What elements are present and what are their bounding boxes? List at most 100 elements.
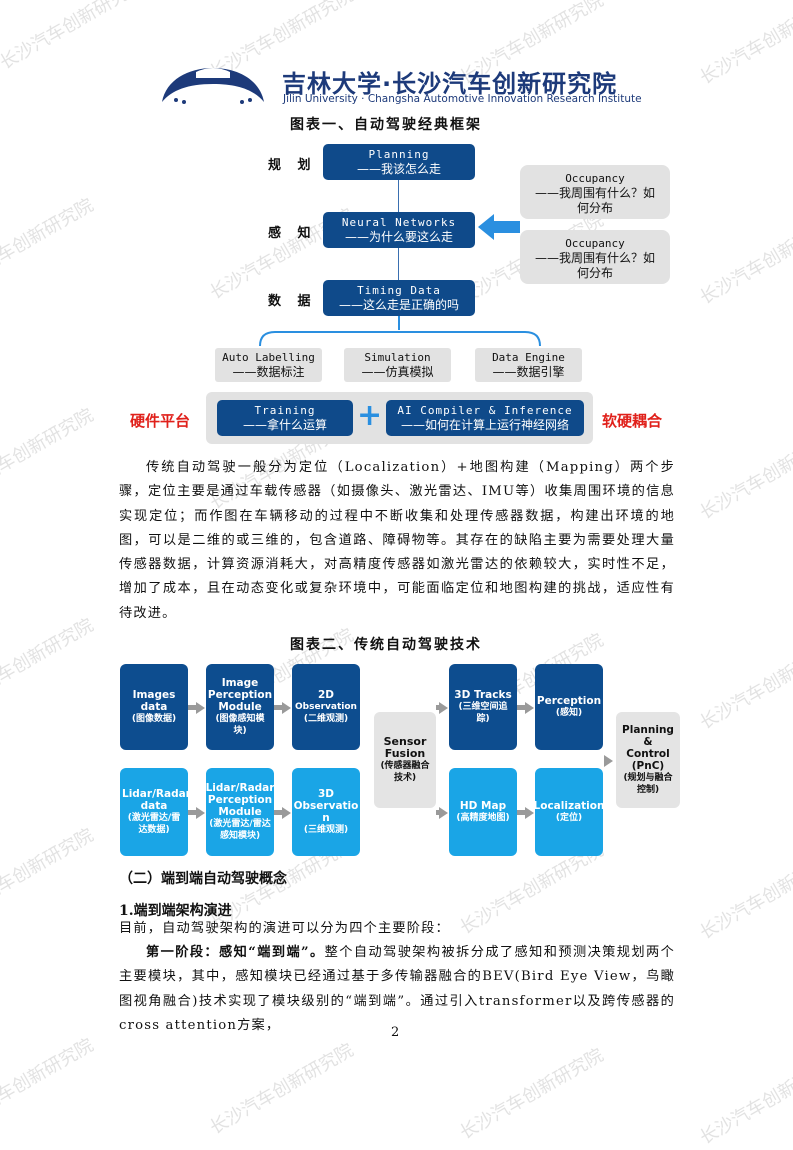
perception-box: Perception (感知) xyxy=(535,664,603,750)
lidar-module-sub: (激光雷达/雷达感知模块) xyxy=(209,819,271,841)
lidar-module-t1: Lidar/Radar xyxy=(205,782,275,794)
lidar-module-t3: Module xyxy=(218,806,262,818)
occupancy-en: Occupancy xyxy=(565,172,625,185)
left-arrow-icon xyxy=(478,214,520,240)
auto-labelling-box: Auto Labelling ——数据标注 xyxy=(215,348,322,382)
hd-map-box: HD Map (高精度地图) xyxy=(449,768,517,856)
watermark: 长沙汽车创新研究院 xyxy=(0,0,148,74)
simulation-cn: ——仿真模拟 xyxy=(361,365,434,379)
image-module-sub: (图像感知模块) xyxy=(215,714,265,736)
arrow-shaft xyxy=(436,810,440,815)
obs3d-sub: (三维观测) xyxy=(303,825,349,835)
pnc-t2: & xyxy=(643,736,653,748)
localization-sub: (定位) xyxy=(555,813,583,823)
hardware-platform-label: 硬件平台 xyxy=(130,412,191,430)
hdmap-sub: (高精度地图) xyxy=(456,813,510,823)
occupancy-cn: ——我周围有什么？如 xyxy=(534,251,655,265)
page-number: 2 xyxy=(391,1025,400,1040)
tracks-sub: (三维空间追踪) xyxy=(458,702,508,724)
training-box: Training ——拿什么运算 xyxy=(217,400,353,436)
section-heading: （二）端到端自动驾驶概念 xyxy=(119,871,287,887)
watermark: 长沙汽车创新研究院 xyxy=(0,404,98,504)
fusion-sub: (传感器融合技术) xyxy=(380,761,430,783)
images-data-box: Images data (图像数据) xyxy=(120,664,188,750)
data-engine-cn: ——数据引擎 xyxy=(492,365,565,379)
paragraph-stage-one: 第一阶段：感知“端到端”。整个自动驾驶架构被拆分成了感知和预测决策规划两个主要模… xyxy=(119,941,675,1038)
right-arrow-icon xyxy=(196,807,205,819)
data-engine-en: Data Engine xyxy=(492,351,565,364)
arrow-shaft xyxy=(517,705,526,710)
pnc-box: Planning & Control (PnC) (规划与融合控制) xyxy=(616,712,680,808)
timing-cn: ——这么走是正确的吗 xyxy=(338,298,459,312)
lidar-data-title: Lidar/Radar data xyxy=(122,788,191,812)
hdmap-title: HD Map xyxy=(459,800,507,812)
arrow-shaft xyxy=(274,705,283,710)
occupancy-cn: 何分布 xyxy=(576,201,613,215)
institute-name-en: Jilin University · Changsha Automotive I… xyxy=(283,93,642,105)
watermark: 长沙汽车创新研究院 xyxy=(456,1044,608,1144)
image-perception-box: Image Perception Module (图像感知模块) xyxy=(206,664,274,750)
occupancy-cn: 何分布 xyxy=(576,266,613,280)
images-data-title: Images data xyxy=(132,689,176,713)
lidar-perception-box: Lidar/Radar Perception Module (激光雷达/雷达感知… xyxy=(206,768,274,856)
sub-heading: 1.端到端架构演进 xyxy=(119,903,232,919)
paragraph-stages-intro: 目前，自动驾驶架构的演进可以分为四个主要阶段： xyxy=(119,921,450,936)
compiler-cn: ——如何在计算上运行神经网络 xyxy=(400,418,569,432)
obs2d-title: 2D xyxy=(317,689,335,701)
pnc-t3: Control xyxy=(626,748,670,760)
tracks-title: 3D Tracks xyxy=(454,689,512,701)
timing-data-box: Timing Data ——这么走是正确的吗 xyxy=(323,280,475,316)
lidar-data-box: Lidar/Radar data (激光雷达/雷达数据) xyxy=(120,768,191,856)
timing-en: Timing Data xyxy=(357,284,441,297)
watermark: 长沙汽车创新研究院 xyxy=(696,424,793,524)
fusion-t1: Sensor xyxy=(383,735,427,748)
obs2d-sub2: (二维观测) xyxy=(303,714,349,724)
occupancy-box-1: Occupancy ——我周围有什么？如 何分布 xyxy=(520,165,670,219)
watermark: 长沙汽车创新研究院 xyxy=(696,634,793,734)
simulation-box: Simulation ——仿真模拟 xyxy=(344,348,451,382)
right-arrow-icon xyxy=(439,807,448,819)
watermark: 长沙汽车创新研究院 xyxy=(0,194,98,294)
pnc-sub: (规划与融合控制) xyxy=(623,773,673,795)
right-arrow-icon xyxy=(196,702,205,714)
university-logo-icon xyxy=(162,68,264,104)
watermark: 长沙汽车创新研究院 xyxy=(696,844,793,944)
occupancy-en: Occupancy xyxy=(565,237,625,250)
training-en: Training xyxy=(254,404,316,417)
obs3d-t2: Observatio xyxy=(293,800,359,812)
3d-tracks-box: 3D Tracks (三维空间追踪) xyxy=(449,664,517,750)
image-module-t3: Module xyxy=(218,701,262,713)
watermark: 长沙汽车创新研究院 xyxy=(696,209,793,309)
right-arrow-icon xyxy=(525,702,534,714)
obs3d-t1: 3D xyxy=(317,788,335,800)
perception-sub: (感知) xyxy=(555,708,583,718)
watermark: 长沙汽车创新研究院 xyxy=(206,1039,358,1139)
obs2d-sub1: Observation xyxy=(295,702,357,712)
lidar-data-sub: (激光雷达/雷达数据) xyxy=(127,813,181,835)
stage-one-label: 第一阶段：感知“端到端”。 xyxy=(146,945,325,960)
plus-icon: + xyxy=(357,398,383,433)
watermark: 长沙汽车创新研究院 xyxy=(696,1049,793,1149)
right-arrow-icon xyxy=(282,702,291,714)
row-label-perception: 感 知 xyxy=(268,226,317,241)
arrow-shaft xyxy=(188,705,197,710)
image-module-t2: Perception xyxy=(207,689,273,701)
neural-cn: ——为什么要这么走 xyxy=(344,230,453,244)
arrow-shaft xyxy=(188,810,197,815)
neural-en: Neural Networks xyxy=(341,216,457,229)
institute-name-cn: 吉林大学·长沙汽车创新研究院 xyxy=(282,70,618,98)
ai-compiler-box: AI Compiler & Inference ——如何在计算上运行神经网络 xyxy=(386,400,584,436)
arrow-up-1 xyxy=(398,180,399,212)
bracket-connector xyxy=(259,316,541,347)
sensor-fusion-box: Sensor Fusion (传感器融合技术) xyxy=(374,712,436,808)
localization-box: Localization (定位) xyxy=(534,768,604,856)
watermark: 长沙汽车创新研究院 xyxy=(0,614,98,714)
obs3d-t3: n xyxy=(322,812,330,824)
right-arrow-icon xyxy=(604,755,613,767)
pnc-t1: Planning xyxy=(622,724,674,736)
observation-2d-box: 2D Observation (二维观测) xyxy=(292,664,360,750)
images-data-sub: (图像数据) xyxy=(131,714,177,724)
arrow-shaft xyxy=(274,810,283,815)
planning-cn: ——我该怎么走 xyxy=(356,162,441,176)
lidar-module-t2: Perception xyxy=(207,794,273,806)
